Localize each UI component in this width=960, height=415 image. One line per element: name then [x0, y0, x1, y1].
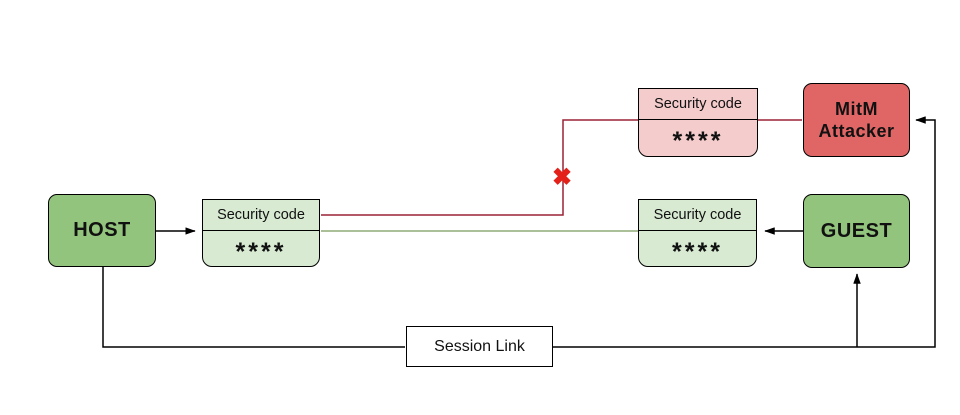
attacker-security-code-box: Security code ****: [638, 88, 758, 157]
guest-security-code-box: Security code ****: [638, 199, 757, 267]
host-to-session-line: [102, 267, 405, 348]
host-security-code-title: Security code: [203, 200, 319, 231]
mitm-attacker-label: MitM Attacker: [818, 98, 895, 142]
host-label: HOST: [73, 219, 131, 241]
guest-security-code-title: Security code: [639, 200, 756, 231]
session-link-label: Session Link: [434, 337, 525, 355]
host-node: HOST: [48, 194, 156, 267]
session-to-attacker-line: [553, 116, 936, 348]
attacker-security-code-value: ****: [672, 127, 724, 155]
attacker-security-code-title: Security code: [639, 89, 757, 120]
host-security-code-box: Security code ****: [202, 199, 320, 267]
blocked-x-icon: ✖: [551, 164, 573, 191]
session-link-box: Session Link: [406, 326, 553, 367]
mitm-attacker-node: MitM Attacker: [803, 83, 910, 157]
guest-security-code-value: ****: [672, 238, 723, 266]
guest-node: GUEST: [803, 194, 910, 268]
host-security-code-value: ****: [235, 238, 287, 266]
guest-label: GUEST: [820, 219, 893, 242]
